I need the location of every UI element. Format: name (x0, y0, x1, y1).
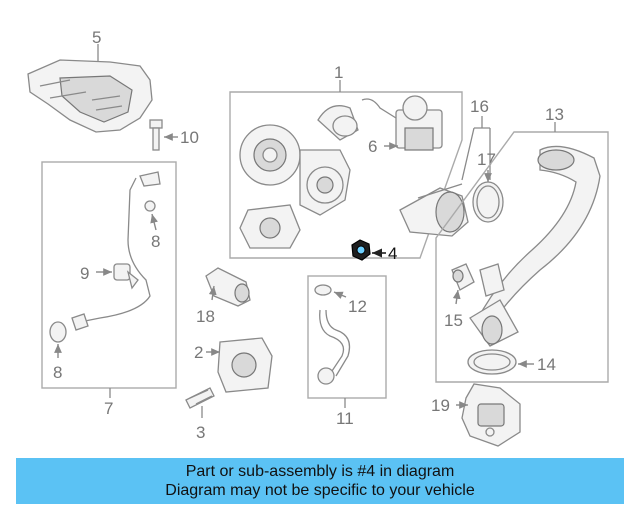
callout-2: 2 (194, 343, 203, 362)
nut-part[interactable] (351, 239, 386, 261)
wastegate-actuator-part[interactable] (361, 95, 443, 151)
callout-17: 17 (477, 150, 496, 169)
banner-disclaimer-text: Diagram may not be specific to your vehi… (165, 482, 475, 499)
sensor-15-part[interactable] (451, 263, 475, 305)
stud-part[interactable] (185, 387, 215, 418)
callout-10: 10 (180, 128, 199, 147)
turbocharger-part[interactable] (239, 105, 359, 249)
callout-13: 13 (545, 105, 564, 124)
oil-return-line-part[interactable] (314, 284, 351, 385)
seal-ring-part[interactable] (467, 349, 534, 375)
callout-15: 15 (444, 311, 463, 330)
callout-6: 5 (92, 28, 101, 47)
callout-9: 9 (80, 264, 89, 283)
callout-14: 14 (537, 355, 556, 374)
oil-return-box (307, 275, 387, 399)
sensor-part[interactable] (205, 267, 251, 307)
callout-1: 1 (334, 63, 343, 82)
callout-18: 18 (196, 307, 215, 326)
charge-air-pipe-part[interactable] (469, 145, 601, 347)
callout-7: 7 (104, 399, 113, 418)
callout-4: 4 (388, 244, 397, 263)
callout-8-bottom: 8 (53, 363, 62, 382)
heat-shield-part[interactable] (27, 44, 153, 133)
callout-5: 6 (368, 137, 377, 156)
callout-3: 3 (196, 423, 205, 442)
callout-19: 19 (431, 396, 450, 415)
callout-12: 12 (348, 297, 367, 316)
bracket-part[interactable] (456, 383, 521, 447)
oil-feed-line-part[interactable] (49, 171, 161, 358)
callout-8-top: 8 (151, 232, 160, 251)
bolt-part[interactable] (149, 119, 178, 151)
o-ring-part[interactable] (472, 170, 504, 223)
oil-line-box (41, 161, 177, 389)
gasket-part[interactable] (206, 337, 273, 393)
banner-part-text: Part or sub-assembly is #4 in diagram (185, 463, 455, 480)
charge-pipe-box (435, 131, 609, 383)
info-banner: Part or sub-assembly is #4 in diagram Di… (16, 458, 624, 504)
callout-16: 16 (470, 97, 489, 116)
callout-11: 11 (336, 409, 354, 428)
intake-pipe-part[interactable] (399, 183, 469, 237)
